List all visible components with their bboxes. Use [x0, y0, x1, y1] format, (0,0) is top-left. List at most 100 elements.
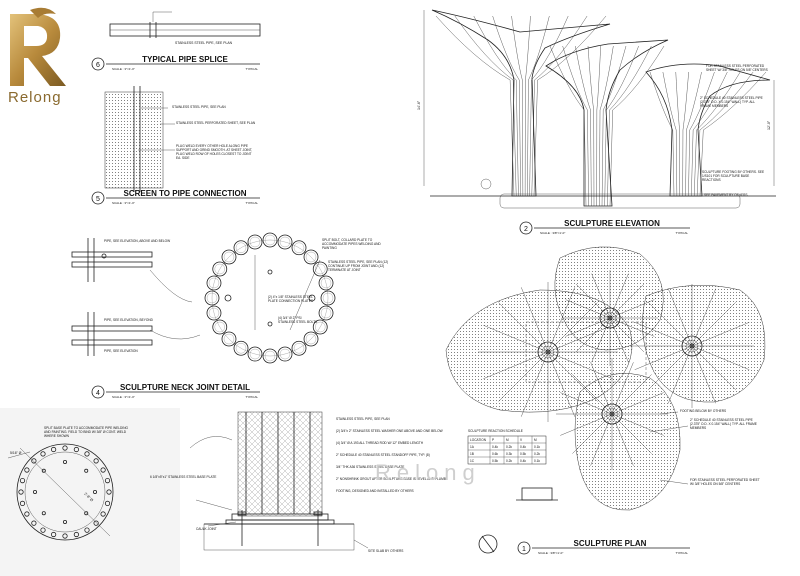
- frame-member: [609, 317, 645, 353]
- bolt-hole: [51, 446, 57, 453]
- frame-member: [492, 15, 521, 197]
- note-text: SPLIT BASE PLATE TO ACCOMMODATE PIPE WEL…: [44, 426, 129, 438]
- frame-member: [694, 71, 741, 197]
- bolt-hole: [40, 527, 46, 533]
- note-text: (4) 3/4" Ø A 193 ALL THREAD ROD W/ 12" E…: [336, 441, 424, 445]
- bolt-hole: [84, 451, 90, 457]
- trunk-hub: [599, 307, 621, 329]
- frame-member: [572, 413, 613, 454]
- anchor-rod: [84, 511, 89, 516]
- bolt-hole: [84, 527, 90, 533]
- table-cell-text: 0.2k: [534, 452, 540, 456]
- frame-member: [529, 15, 569, 197]
- frame-member: [609, 283, 645, 319]
- bolt-hole: [100, 511, 106, 517]
- bolt-hole: [93, 520, 99, 526]
- pipe-inner: [214, 321, 225, 333]
- frame-member: [611, 374, 652, 415]
- pipe-inner: [320, 277, 332, 289]
- trunk-hub: [681, 335, 703, 357]
- frame-member: [565, 317, 611, 337]
- note-text: SCULPTURE FOOTING BY OTHERS. SEE 1/S101 …: [702, 170, 765, 182]
- detail-scale: SCALE : 3/8"=1'-0": [540, 231, 565, 235]
- frame-member: [604, 45, 639, 207]
- trunk-hub-core: [545, 349, 551, 355]
- pipe-inner: [279, 348, 291, 360]
- table-cell-text: LOCATION: [470, 438, 487, 442]
- dimension-label: 5/16" Ø: [10, 451, 22, 455]
- frame-member: [435, 15, 515, 197]
- pipe-inner: [315, 263, 326, 275]
- frame-member: [521, 287, 549, 353]
- note-text: SITE SLAB BY OTHERS: [368, 549, 403, 553]
- frame-member: [591, 273, 611, 319]
- table-cell-text: P: [492, 438, 494, 442]
- table-cell-text: 0.5k: [520, 452, 526, 456]
- detail-number: 1: [522, 546, 526, 553]
- frame-member: [533, 15, 607, 197]
- pipe-inner: [293, 242, 305, 253]
- anchor-rod: [93, 489, 98, 494]
- frame-member: [682, 71, 689, 197]
- pipe-inner: [305, 251, 317, 263]
- washer: [237, 511, 247, 516]
- bolt-hole: [31, 520, 37, 526]
- note-text: (2) 4"x 1/8" STAINLESS STEEL PLATE CONNE…: [268, 295, 314, 303]
- frame-member: [611, 413, 634, 466]
- frame-member: [483, 351, 549, 379]
- brand-name: Relong: [8, 89, 62, 106]
- frame-member: [575, 45, 592, 207]
- dimension-label: 12'-0": [767, 120, 771, 130]
- note-text: 2" SCHEDULE 40 STAINLESS STEEL PIPE (2.3…: [690, 418, 757, 430]
- anchor-rod: [63, 520, 68, 525]
- trunk-hub: [537, 341, 559, 363]
- note-text: SEE PAVEMENT BY OTHERS: [704, 193, 748, 197]
- detail-title: SCULPTURE NECK JOINT DETAIL: [120, 383, 250, 392]
- frame-member: [685, 71, 702, 197]
- anchor-rod: [33, 489, 38, 494]
- typical-label: TYPICAL: [675, 231, 688, 235]
- frame-member: [662, 71, 678, 197]
- dimension-label: 14'-6": [417, 100, 421, 110]
- pipe-inner: [293, 343, 305, 354]
- canopy-plan: [554, 246, 664, 351]
- pipe-inner: [235, 343, 247, 354]
- frame-member: [590, 413, 613, 466]
- table-cell-text: 1C: [470, 459, 475, 463]
- note-text: 2" NONSHRINK GROUT AFTER SCULPTURE BASE …: [336, 477, 446, 481]
- pipe-inner: [279, 236, 291, 248]
- north-arrow-icon: [478, 534, 498, 554]
- frame-member: [696, 71, 754, 197]
- typical-label: TYPICAL: [245, 201, 258, 205]
- note-text: STAINLESS STEEL PIPE, SEE PLAN: [172, 105, 226, 109]
- bolt-hole: [93, 458, 99, 464]
- note-text: PLUG WELD EVERY OTHER HOLE ALONG PIPE SU…: [176, 144, 253, 160]
- frame-member: [524, 15, 531, 197]
- detail-pipe-splice: STAINLESS STEEL PIPE, SEE PLAN 6 TYPICAL…: [91, 11, 261, 71]
- frame-member: [599, 45, 614, 207]
- bolt-hole: [73, 531, 79, 538]
- frame-member: [611, 392, 664, 415]
- detail-number-bubble: [91, 191, 105, 205]
- note-text: FOR STAINLESS STEEL PERFORATED SHEET W/ …: [690, 478, 760, 486]
- anchor-rod: [84, 468, 89, 473]
- table-cell-text: M: [506, 438, 509, 442]
- bolt-hole: [40, 451, 46, 457]
- detail-title: SCULPTURE PLAN: [574, 539, 647, 548]
- pipe-inner: [208, 307, 220, 319]
- bolt-hole: [18, 489, 24, 495]
- frame-member: [675, 71, 680, 197]
- frame-member: [575, 283, 611, 319]
- frame-member: [547, 351, 613, 379]
- bolt-hole: [31, 458, 37, 464]
- bolt-hole: [104, 500, 111, 506]
- pipe-inner: [206, 292, 218, 304]
- frame-member: [549, 45, 587, 207]
- frame-member: [609, 317, 629, 363]
- note-text: CAULK JOINT: [196, 527, 217, 531]
- pipe-inner: [223, 333, 235, 345]
- bolt-hole: [19, 500, 26, 506]
- detail-number: 2: [524, 226, 528, 233]
- frame-member: [498, 302, 549, 353]
- frame-member: [609, 299, 655, 319]
